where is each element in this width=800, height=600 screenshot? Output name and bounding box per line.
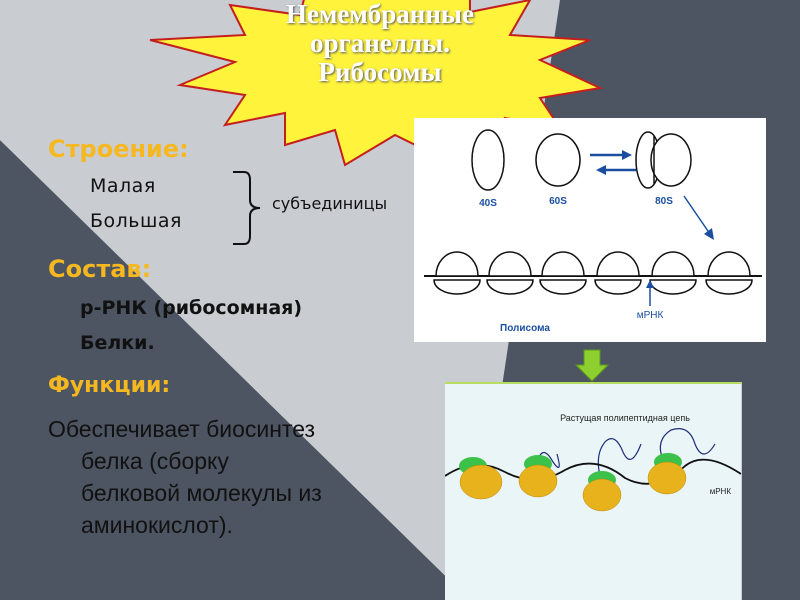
composition-rrna: р-РНК (рибосомная) — [80, 297, 302, 319]
ribosome-diagram-drawing: 40S 60S 80S — [414, 118, 766, 342]
ribosome-80s — [636, 132, 691, 188]
large-subunit-60s — [536, 134, 580, 186]
label-mrna-2: мРНК — [710, 487, 732, 496]
ribosome-1 — [459, 457, 502, 499]
composition-proteins: Белки. — [80, 332, 155, 354]
functions-line-3: белковой молекулы из — [81, 478, 322, 509]
functions-line-2: белка (сборку — [81, 446, 229, 477]
title-line-1: Немембранные — [235, 0, 525, 29]
small-subunit-40s — [472, 130, 504, 190]
label-mrna: мРНК — [637, 310, 664, 321]
label-80s: 80S — [655, 196, 673, 207]
polysome-ribosomes — [434, 252, 752, 294]
title-line-3: Рибосомы — [235, 58, 525, 87]
ribosome-3 — [583, 471, 621, 511]
translation-diagram-drawing: Растущая полипептидная цепь мРНК — [445, 384, 741, 600]
ribosome-diagram: 40S 60S 80S — [414, 118, 766, 342]
label-polypeptide-chain: Растущая полипептидная цепь — [560, 413, 690, 423]
composition-heading: Состав: — [48, 255, 151, 283]
ribosome-4 — [648, 453, 686, 494]
brace — [228, 170, 278, 246]
title: Немембранные органеллы. Рибосомы — [235, 0, 525, 87]
translation-diagram: Растущая полипептидная цепь мРНК — [445, 382, 742, 600]
structure-large-subunit: Большая — [90, 210, 182, 232]
functions-line-1: Обеспечивает биосинтез — [48, 414, 315, 445]
structure-small-subunit: Малая — [90, 175, 156, 197]
equilibrium-arrows-icon — [590, 150, 636, 175]
subunits-label: субъединицы — [272, 194, 387, 213]
polypeptide-chains — [538, 429, 715, 476]
arrow-to-polysome-icon — [684, 196, 714, 240]
label-polysome: Полисома — [500, 323, 550, 334]
label-60s: 60S — [549, 196, 567, 207]
functions-line-4: аминокислот). — [81, 510, 233, 541]
title-line-2: органеллы. — [235, 29, 525, 58]
ribosome-2 — [519, 455, 557, 497]
structure-heading: Строение: — [48, 135, 189, 163]
down-arrow-icon — [575, 349, 609, 383]
functions-heading: Функции: — [48, 373, 170, 398]
label-40s: 40S — [479, 198, 497, 209]
